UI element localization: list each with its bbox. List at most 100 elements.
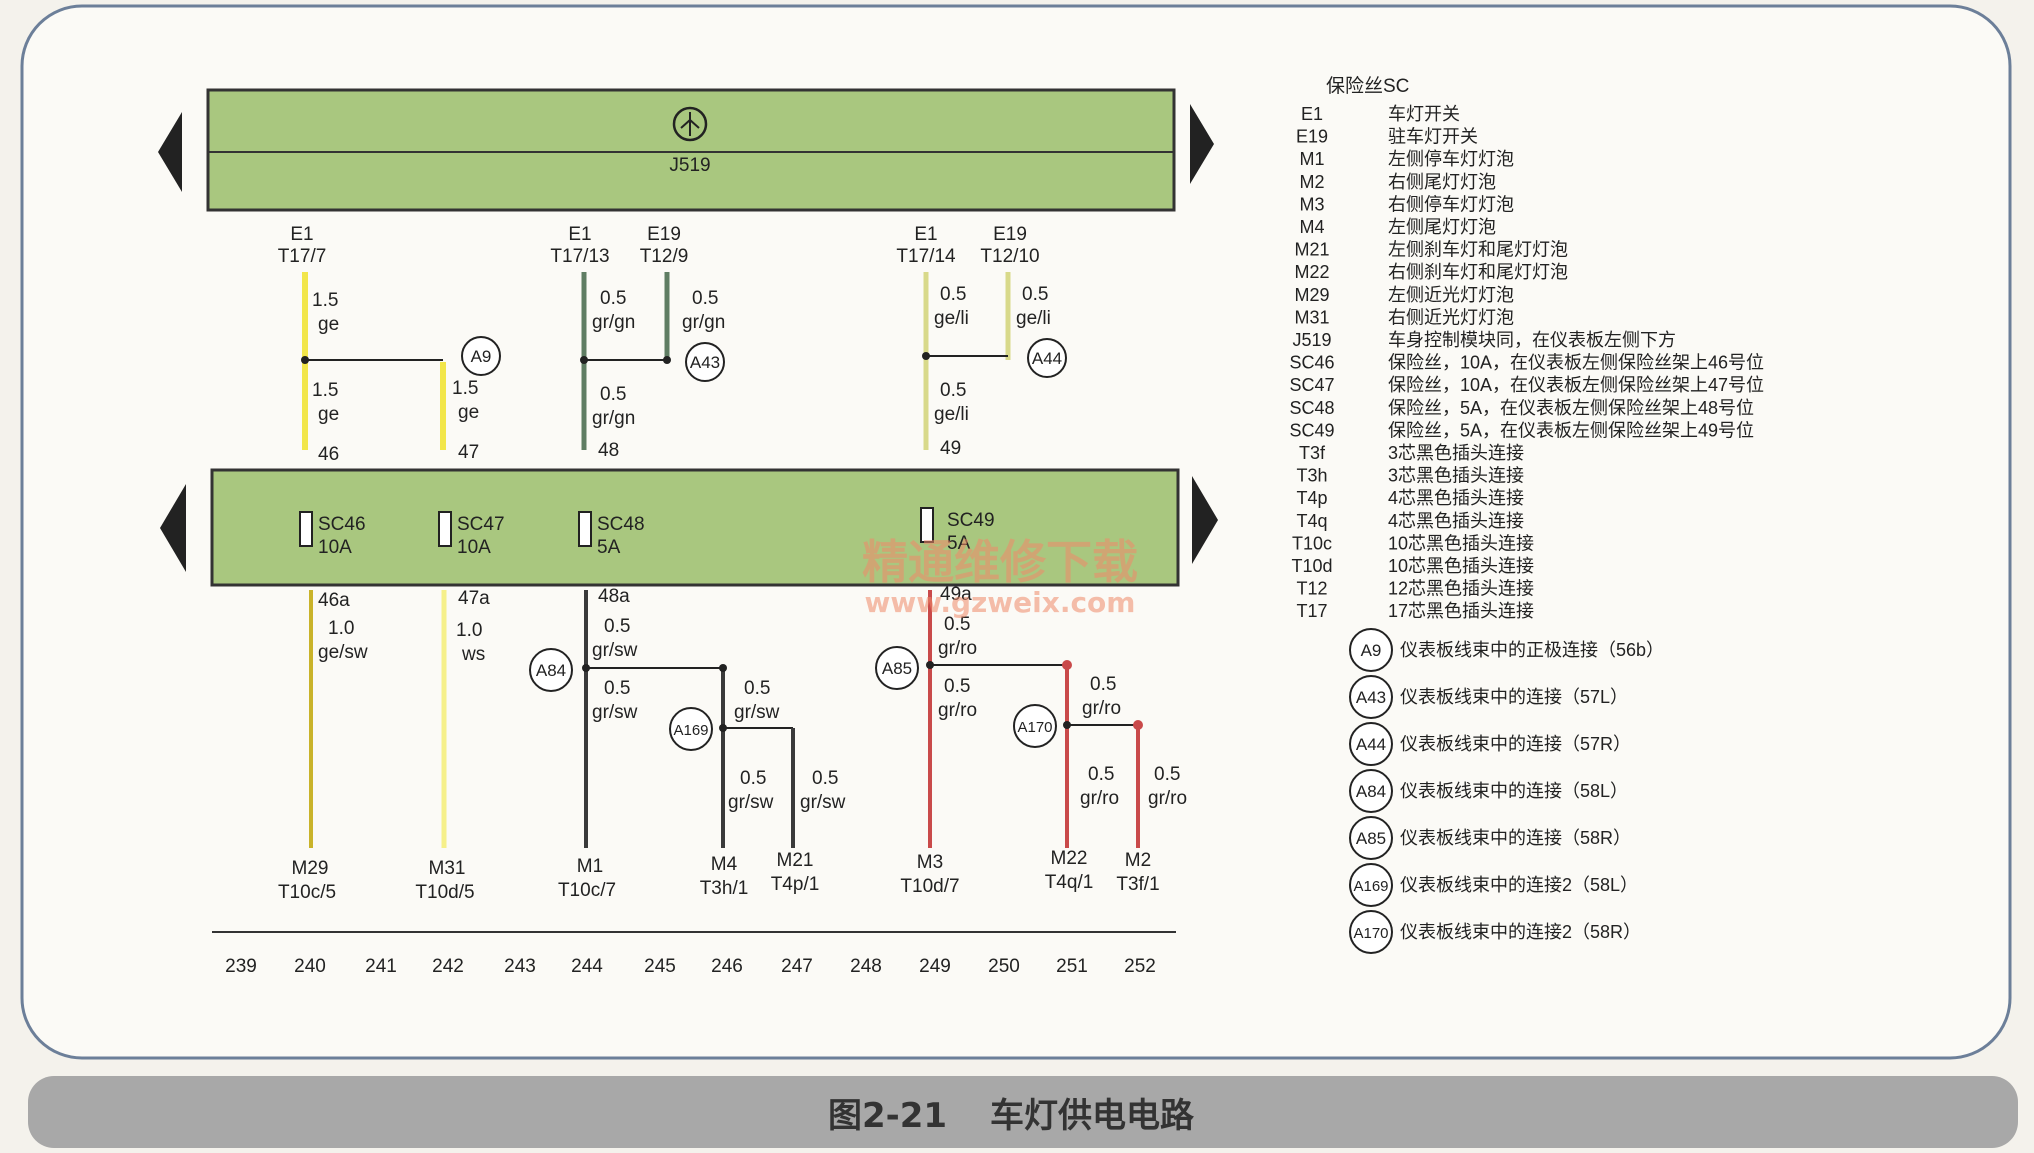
svg-text:SC49: SC49 (947, 510, 995, 531)
svg-text:M2: M2 (1299, 172, 1324, 192)
ruler-number: 243 (504, 956, 536, 977)
svg-text:T17/14: T17/14 (896, 246, 956, 267)
connector-a169: A169 (669, 707, 713, 751)
svg-text:M21: M21 (777, 850, 814, 871)
svg-text:T17: T17 (1296, 601, 1327, 621)
svg-text:0.5: 0.5 (692, 288, 718, 309)
svg-text:A44: A44 (1356, 735, 1386, 754)
svg-text:M21: M21 (1294, 240, 1329, 260)
svg-text:0.5: 0.5 (604, 616, 630, 637)
svg-text:右侧刹车灯和尾灯灯泡: 右侧刹车灯和尾灯灯泡 (1388, 262, 1568, 282)
legend-title: 保险丝SC (1326, 75, 1409, 97)
svg-text:T4q/1: T4q/1 (1045, 872, 1094, 893)
svg-text:T3f: T3f (1299, 443, 1326, 463)
ruler-number: 249 (919, 956, 951, 977)
svg-text:SC47: SC47 (1289, 375, 1334, 395)
svg-text:T10d: T10d (1291, 556, 1332, 576)
svg-text:车灯开关: 车灯开关 (1388, 104, 1460, 124)
ruler-number: 247 (781, 956, 813, 977)
connector-a170: A170 (1013, 704, 1057, 748)
caption-bar: 图2-21 车灯供电电路 (28, 1076, 2018, 1148)
svg-text:T3f/1: T3f/1 (1116, 874, 1159, 895)
svg-text:46: 46 (318, 444, 339, 465)
wire-label: 0.5gr/gn (592, 288, 635, 333)
wire-label: 1.5ge (452, 378, 479, 423)
connector-a44: A44 (1027, 338, 1067, 378)
svg-text:E1: E1 (290, 224, 313, 245)
svg-text:车灯供电电路: 车灯供电电路 (990, 1096, 1195, 1136)
wire-label: 0.5gr/gn (682, 288, 725, 333)
svg-text:M3: M3 (1299, 194, 1324, 214)
connector-a85: A85 (875, 646, 919, 690)
svg-text:E19: E19 (1296, 127, 1328, 147)
svg-text:仪表板线束中的连接2（58L）: 仪表板线束中的连接2（58L） (1400, 875, 1638, 895)
svg-text:4芯黑色插头连接: 4芯黑色插头连接 (1388, 511, 1524, 531)
svg-text:3芯黑色插头连接: 3芯黑色插头连接 (1388, 466, 1524, 486)
arrow-right-icon (1192, 476, 1218, 564)
svg-text:A43: A43 (690, 353, 720, 372)
svg-text:左侧刹车灯和尾灯灯泡: 左侧刹车灯和尾灯灯泡 (1388, 240, 1568, 260)
connector-a84: A84 (529, 648, 573, 692)
svg-text:gr/ro: gr/ro (938, 638, 977, 659)
source-pins: E1 T17/7 E1 T17/13 E19 T12/9 E1 T17/14 E… (278, 224, 1040, 267)
svg-text:SC46: SC46 (318, 514, 366, 535)
svg-text:SC46: SC46 (1289, 353, 1334, 373)
svg-text:0.5: 0.5 (812, 768, 838, 789)
svg-text:1.5: 1.5 (312, 380, 338, 401)
fuse-sc49: SC49 5A (920, 507, 995, 554)
ruler-number: 239 (225, 956, 257, 977)
svg-text:仪表板线束中的连接（58R）: 仪表板线束中的连接（58R） (1400, 828, 1631, 848)
svg-text:1.0: 1.0 (456, 620, 482, 641)
svg-text:17芯黑色插头连接: 17芯黑色插头连接 (1388, 601, 1534, 621)
svg-text:12芯黑色插头连接: 12芯黑色插头连接 (1388, 579, 1534, 599)
svg-text:1.5: 1.5 (452, 378, 478, 399)
arrow-left-icon (158, 112, 182, 192)
svg-text:M1: M1 (577, 856, 603, 877)
wire-label: 0.5ge/li (934, 380, 969, 425)
svg-text:M3: M3 (917, 852, 943, 873)
ruler-number: 245 (644, 956, 676, 977)
j519-module: J519 (158, 88, 1214, 212)
ruler-number: 242 (432, 956, 464, 977)
wire-label: 0.5gr/ro (1080, 764, 1119, 809)
svg-text:10A: 10A (457, 537, 491, 558)
svg-text:M1: M1 (1299, 149, 1324, 169)
arrow-right-icon (1190, 104, 1214, 184)
svg-text:49a: 49a (940, 584, 972, 605)
ruler-number: 251 (1056, 956, 1088, 977)
wire-label: 0.5gr/sw (734, 678, 780, 723)
svg-text:M31: M31 (429, 858, 466, 879)
arrow-left-icon (160, 484, 186, 572)
svg-text:驻车灯开关: 驻车灯开关 (1388, 127, 1478, 147)
svg-text:SC49: SC49 (1289, 420, 1334, 440)
wire-label: 0.5gr/ro (1082, 674, 1121, 719)
svg-text:车身控制模块同，在仪表板左侧下方: 车身控制模块同，在仪表板左侧下方 (1388, 330, 1676, 350)
svg-text:T17/13: T17/13 (550, 246, 609, 267)
svg-text:T3h/1: T3h/1 (700, 878, 749, 899)
svg-text:M2: M2 (1125, 850, 1151, 871)
svg-text:0.5: 0.5 (1090, 674, 1116, 695)
svg-text:ge: ge (318, 314, 339, 335)
svg-text:T10c: T10c (1292, 533, 1332, 553)
svg-text:右侧近光灯灯泡: 右侧近光灯灯泡 (1388, 307, 1514, 327)
svg-text:T4p/1: T4p/1 (771, 874, 820, 895)
svg-text:4芯黑色插头连接: 4芯黑色插头连接 (1388, 488, 1524, 508)
svg-text:仪表板线束中的正极连接（56b）: 仪表板线束中的正极连接（56b） (1400, 640, 1664, 660)
svg-text:T17/7: T17/7 (278, 246, 327, 267)
svg-text:M4: M4 (1299, 217, 1324, 237)
svg-text:左侧尾灯灯泡: 左侧尾灯灯泡 (1388, 217, 1496, 237)
